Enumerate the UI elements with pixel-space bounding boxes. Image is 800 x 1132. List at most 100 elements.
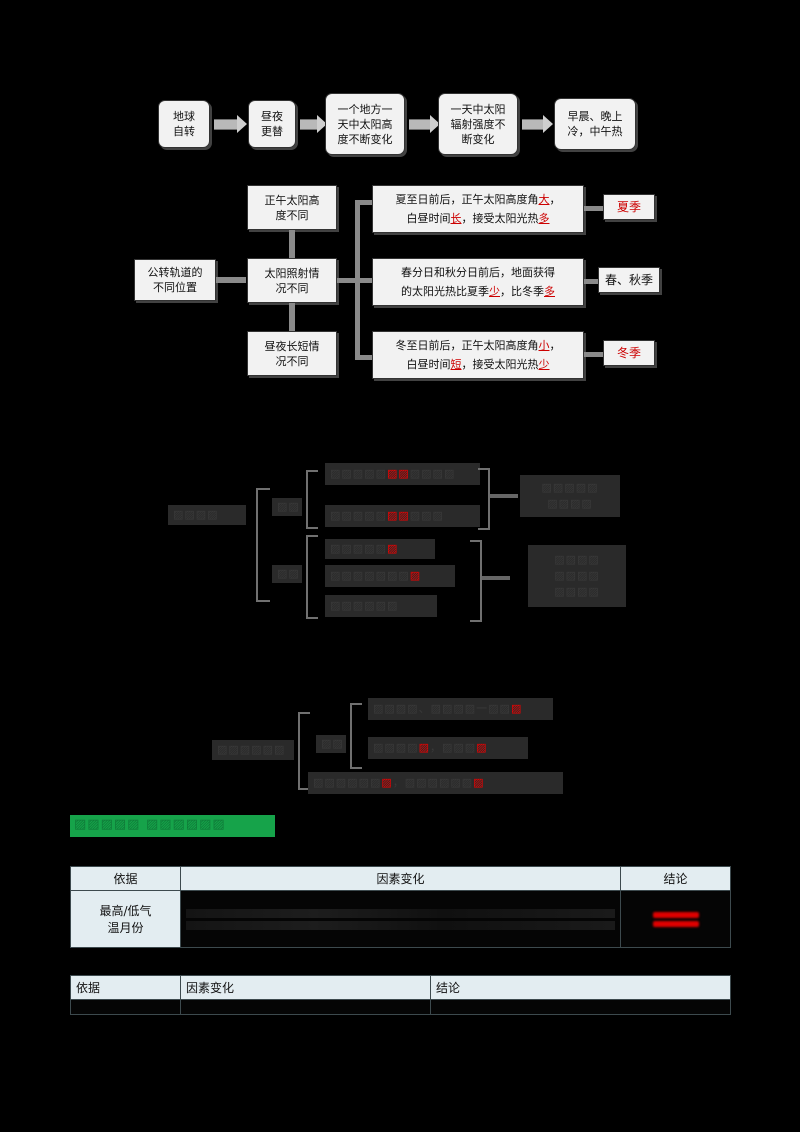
flow3-brace-bottom [306, 535, 318, 619]
flow2-detail-1-line2: 白昼时间长，接受太阳光热多 [406, 212, 550, 225]
flow3-item-bottom-1: ▨▨▨▨▨▨ [325, 539, 435, 559]
flow2-detail-3-line2: 白昼时间短，接受太阳光热少 [406, 358, 550, 371]
flow2-middle-3-line1: 昼夜长短情 [264, 339, 320, 353]
table1-cell-basis: 最高/低气 温月份 [70, 890, 181, 948]
flow4-item-1: ▨▨▨▨、▨▨▨▨一▨▨▨ [368, 698, 553, 720]
flow2-detail-3-line1: 冬至日前后，正午太阳高度角小， [395, 339, 561, 352]
flow2-connector-up [289, 230, 295, 258]
analysis-table-1: 依据 因素变化 结论 最高/低气 温月份 [70, 866, 731, 948]
flow4-item-2-hl2: ▨ [476, 741, 488, 754]
flow3-result-1-line2: ▨▨▨▨ [547, 497, 593, 510]
flow2-middle-2-line1: 太阳照射情 [264, 266, 320, 280]
flow2-detail-1-hl2: 长 [450, 212, 462, 225]
flow1-node-3-line2: 天中太阳高 [337, 117, 393, 131]
flow3-branch-2-text: ▨▨ [277, 567, 300, 580]
flow3-root-label: ▨▨▨▨ [168, 505, 246, 525]
table1-basis-line1: 最高/低气 [99, 904, 152, 918]
flow1-node-1: 地球自转 [158, 100, 210, 148]
flow3-item-top-1: ▨▨▨▨▨▨▨▨▨▨▨ [325, 463, 480, 485]
flow2-spine-branch-2 [355, 278, 373, 283]
section-heading-highlighted: ▨▨▨▨▨ ▨▨▨▨▨▨ [70, 815, 275, 837]
flow3-result-2-line3: ▨▨▨▨ [554, 585, 600, 598]
section-heading-text: ▨▨▨▨▨ ▨▨▨▨▨▨ [74, 817, 226, 832]
flow2-middle-2: 太阳照射情况不同 [247, 258, 337, 303]
table1-basis-line2: 温月份 [107, 921, 144, 935]
flow4-root-brace [298, 712, 310, 790]
flow2-spine-branch-3 [355, 355, 373, 360]
flow2-middle-1-line1: 正午太阳高 [264, 193, 320, 207]
table2-header-conclusion: 结论 [430, 975, 731, 1000]
flow3-item-bottom-3: ▨▨▨▨▨▨ [325, 595, 437, 617]
flow2-result-link-2 [584, 279, 604, 284]
flow2-result-1: 夏季 [603, 194, 655, 220]
flow2-middle-2-line2: 况不同 [275, 281, 309, 295]
table2-cell-factor [180, 999, 431, 1015]
flow2-result-2-label: 春、秋季 [604, 272, 653, 287]
flow1-node-4-line1: 一天中太阳 [450, 102, 506, 116]
flow3-result-2-line1: ▨▨▨▨ [554, 553, 600, 566]
flow4-item-1-hl: ▨ [510, 702, 523, 715]
table-row: 最高/低气 温月份 [70, 890, 731, 948]
flow4-brace-inner [350, 703, 362, 769]
table2-header-row: 依据 因素变化 结论 [70, 975, 731, 1000]
table1-header-basis: 依据 [70, 866, 181, 891]
flow2-connector-root [216, 277, 246, 283]
flow2-detail-2-hl2: 少 [489, 285, 500, 298]
flow1-node-3: 一个地方一天中太阳高度不断变化 [325, 93, 405, 155]
table2-cell-conclusion [430, 999, 731, 1015]
flow2-detail-1-hl3: 多 [538, 212, 550, 225]
flow3-branch-label-1: ▨▨ [272, 498, 302, 516]
flow3-branch-1-text: ▨▨ [277, 500, 300, 513]
table1-header-row: 依据 因素变化 结论 [70, 866, 731, 891]
flow2-detail-3-hl1: 小 [538, 339, 550, 352]
flow4-root-label: ▨▨▨▨▨▨ [212, 740, 294, 760]
flow3-item-bottom-2-hl: ▨ [409, 569, 422, 582]
flow1-node-4-line3: 断变化 [461, 132, 495, 146]
flow2-detail-2-hl3: 多 [544, 285, 555, 298]
flow4-item-3-hl: ▨ [381, 776, 393, 789]
flow2-middle-3: 昼夜长短情况不同 [247, 331, 337, 376]
flow3-result-link-1 [490, 494, 518, 498]
flow3-item-top-2: ▨▨▨▨▨▨▨▨▨▨ [325, 505, 480, 527]
flow1-node-2-line2: 更替 [261, 125, 283, 138]
table1-factor-smudge-1 [186, 908, 615, 918]
flow3-root-brace [256, 488, 270, 602]
flow2-spine-from-middle [337, 278, 357, 283]
flow2-middle-3-line2: 况不同 [275, 354, 309, 368]
flow1-node-1-line1: 地球 [173, 110, 195, 123]
flow2-spine-branch-1 [355, 200, 373, 205]
flow1-node-4: 一天中太阳辐射强度不断变化 [438, 93, 518, 155]
flow4-root-text: ▨▨▨▨▨▨ [217, 743, 286, 756]
flow1-node-5-line2: 冷，中午热 [567, 125, 623, 138]
flow2-detail-1-line1: 夏至日前后，正午太阳高度角大， [395, 193, 561, 206]
flow4-item-2: ▨▨▨▨▨，▨▨▨▨ [368, 737, 528, 759]
flow2-detail-2-line2: 的太阳光热比夏季少，比冬季多 [401, 285, 555, 298]
flow1-node-3-line1: 一个地方一 [337, 102, 393, 116]
flow2-root: 公转轨道的不同位置 [134, 259, 216, 301]
flow2-result-3: 冬季 [603, 340, 655, 366]
flow3-result-1: ▨▨▨▨▨ ▨▨▨▨ [520, 475, 620, 517]
flow2-middle-1-line2: 度不同 [275, 208, 309, 222]
flow2-connector-down [289, 303, 295, 331]
flow3-root-text: ▨▨▨▨ [173, 508, 219, 521]
flow1-arrow-2 [300, 115, 327, 133]
flow3-item-top-1-hl: ▨▨ [386, 467, 410, 480]
flow2-root-line2: 不同位置 [153, 281, 197, 294]
flow3-brace-right-bottom [470, 540, 482, 622]
flow1-node-4-line2: 辐射强度不 [450, 117, 506, 131]
table-row [70, 999, 731, 1015]
flow2-result-3-label: 冬季 [616, 345, 641, 360]
flow1-arrow-3 [409, 115, 440, 133]
analysis-table-2: 依据 因素变化 结论 [70, 975, 731, 1015]
flow2-detail-2: 春分日和秋分日前后，地面获得 的太阳光热比夏季少，比冬季多 [372, 258, 584, 306]
flow3-brace-top [306, 470, 318, 529]
flow1-node-5-line1: 早晨、晚上 [567, 110, 623, 123]
flow2-result-2: 春、秋季 [598, 267, 660, 293]
flow3-result-2-line2: ▨▨▨▨ [554, 569, 600, 582]
table1-conclusion-mark-2 [652, 920, 699, 927]
flow1-node-2-line1: 昼夜 [261, 110, 283, 123]
table1-factor-smudge-2 [186, 920, 615, 930]
flow2-result-1-label: 夏季 [616, 199, 641, 214]
flow1-node-2: 昼夜更替 [248, 100, 296, 148]
